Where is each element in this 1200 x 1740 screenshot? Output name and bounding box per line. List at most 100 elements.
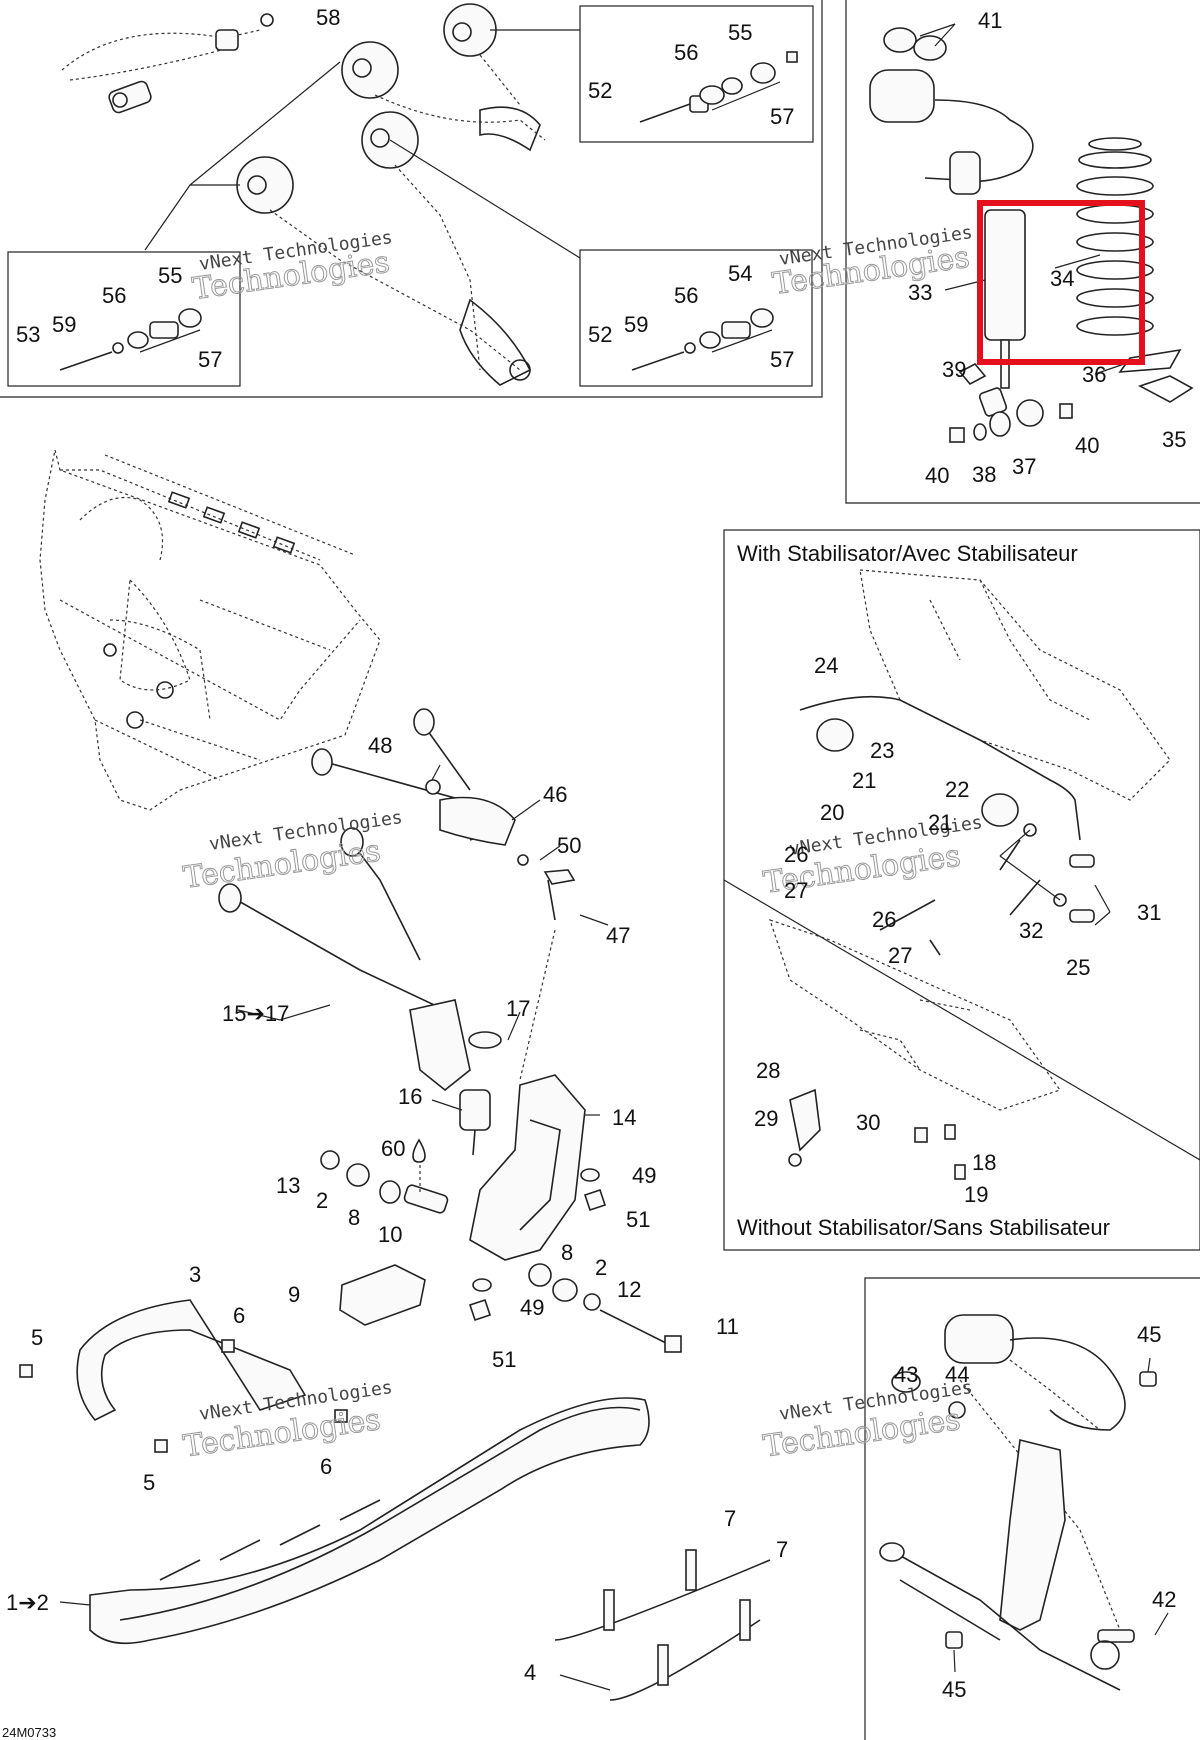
- callout-42: 42: [1152, 1587, 1176, 1612]
- ski-handle-3: [76, 1299, 307, 1421]
- callout-29: 29: [754, 1106, 778, 1131]
- callout-36: 36: [1082, 362, 1106, 387]
- callout-48: 48: [368, 733, 392, 758]
- inset-title-with-stabilisator: With Stabilisator/Avec Stabilisateur: [737, 541, 1078, 566]
- callout-41: 41: [978, 8, 1002, 33]
- stabilisator-inset-divider: [723, 879, 1200, 1161]
- callout-57: 57: [770, 104, 794, 129]
- highlight-box-part-34: [977, 200, 1145, 365]
- front-suspension-assembly: [218, 708, 682, 1353]
- callout-5: 5: [31, 1325, 43, 1350]
- bushing-kit-inset-top-right: [579, 5, 814, 143]
- callout-53: 53: [16, 322, 40, 347]
- callout-22: 22: [945, 777, 969, 802]
- callout-51: 51: [492, 1347, 516, 1372]
- callout-11: 11: [716, 1314, 739, 1339]
- callout-51: 51: [626, 1207, 650, 1232]
- callout-3: 3: [189, 1262, 201, 1287]
- bushing-kit-right-parts: [631, 308, 774, 371]
- callout-33: 33: [908, 280, 932, 305]
- callout-30: 30: [856, 1110, 880, 1135]
- rear-view-assembly: [879, 1314, 1169, 1691]
- callout-31: 31: [1137, 900, 1161, 925]
- bushing-kit-top-right-parts: [639, 51, 798, 123]
- callout-8: 8: [348, 1205, 360, 1230]
- callout-19: 19: [964, 1182, 988, 1207]
- callout-7: 7: [776, 1537, 788, 1562]
- callout-35: 35: [1162, 427, 1186, 452]
- callout-24: 24: [814, 653, 838, 678]
- callout-5: 5: [143, 1470, 155, 1495]
- top-left-panel-frame: [0, 0, 823, 398]
- diagram-code: 24M0733: [2, 1725, 56, 1740]
- inset-title-without-stabilisator: Without Stabilisator/Sans Stabilisateur: [737, 1215, 1110, 1240]
- wear-pad-9: [339, 1264, 426, 1326]
- bushing-kit-inset-right: [579, 249, 813, 387]
- callout-8: 8: [561, 1240, 573, 1265]
- callout-15-17: 15➔17: [222, 1001, 289, 1026]
- callout-57: 57: [770, 347, 794, 372]
- callout-55: 55: [728, 20, 752, 45]
- callout-26: 26: [784, 842, 808, 867]
- callout-57: 57: [198, 347, 222, 372]
- callout-2: 2: [595, 1255, 607, 1280]
- callout-55: 55: [158, 263, 182, 288]
- callout-56: 56: [102, 283, 126, 308]
- chassis-frame: [39, 449, 381, 811]
- spindle-14: [469, 1074, 586, 1261]
- callout-34: 34: [1050, 266, 1074, 291]
- callout-40: 40: [1075, 433, 1099, 458]
- shock-absorber-assembly: [869, 23, 1194, 443]
- callout-26: 26: [872, 907, 896, 932]
- rear-view-panel-frame: [864, 1277, 1200, 1740]
- callout-13: 13: [276, 1173, 300, 1198]
- callout-16: 16: [398, 1084, 422, 1109]
- callout-4: 4: [524, 1660, 536, 1685]
- callout-23: 23: [870, 738, 894, 763]
- callout-47: 47: [606, 923, 630, 948]
- callout-17: 17: [506, 996, 530, 1021]
- callout-59: 59: [52, 312, 76, 337]
- callout-27: 27: [784, 878, 808, 903]
- shock-body-33: [984, 209, 1026, 341]
- ski-assembly: [19, 1299, 771, 1701]
- callout-6: 6: [320, 1454, 332, 1479]
- callout-56: 56: [674, 283, 698, 308]
- callout-27: 27: [888, 943, 912, 968]
- callout-21: 21: [928, 810, 952, 835]
- callout-45: 45: [1137, 1322, 1161, 1347]
- callout-45: 45: [942, 1677, 966, 1702]
- stabilisator-inset-frame: [723, 529, 1200, 1251]
- shock-panel-frame: [845, 0, 1200, 504]
- callout-1-2: 1➔2: [6, 1590, 49, 1615]
- callout-21: 21: [852, 768, 876, 793]
- callout-49: 49: [520, 1295, 544, 1320]
- bushing-kit-left-parts: [59, 308, 202, 371]
- grease-icon: [412, 1138, 426, 1163]
- callout-59: 59: [624, 312, 648, 337]
- bushing-10: [403, 1184, 449, 1214]
- callout-52: 52: [588, 78, 612, 103]
- part-58-end: [215, 29, 239, 51]
- callout-32: 32: [1019, 918, 1043, 943]
- callout-56: 56: [674, 40, 698, 65]
- callout-37: 37: [1012, 454, 1036, 479]
- callout-38: 38: [972, 462, 996, 487]
- callout-10: 10: [378, 1222, 402, 1247]
- callout-60: 60: [381, 1136, 405, 1161]
- a-arm-assembly-top: [61, 3, 581, 386]
- stabilisator-drawing: [769, 569, 1171, 1180]
- callout-18: 18: [972, 1150, 996, 1175]
- callout-52: 52: [588, 322, 612, 347]
- callout-12: 12: [617, 1277, 641, 1302]
- shock-reservoir: [869, 69, 935, 123]
- callout-40: 40: [925, 463, 949, 488]
- callout-39: 39: [942, 357, 966, 382]
- callout-7: 7: [724, 1506, 736, 1531]
- callout-44: 44: [945, 1362, 969, 1387]
- callout-labels: 58 55 56 52 57 55 56 53 59 57 54 56 52 5…: [6, 5, 1186, 1702]
- bushing-kit-inset-left: [7, 251, 241, 387]
- callout-58: 58: [316, 5, 340, 30]
- callout-54: 54: [728, 261, 752, 286]
